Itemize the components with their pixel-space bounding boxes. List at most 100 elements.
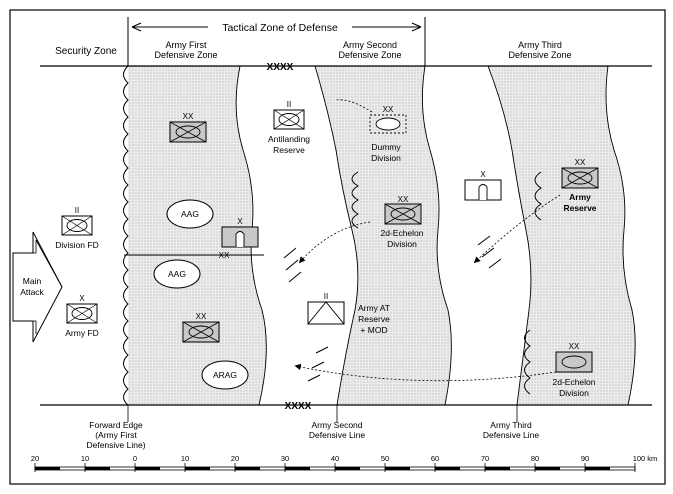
scale-segment: [85, 467, 110, 470]
rear-boundary-echelon: XXXX: [267, 62, 294, 73]
scale-tick-label: 90: [581, 454, 589, 463]
army-fd-echelon: X: [79, 294, 85, 303]
scale-tick-label: 10: [81, 454, 89, 463]
main-attack-arrow: [12, 231, 63, 343]
division-boundary-echelon: XX: [219, 251, 230, 260]
army-reserve-label-line2: Reserve: [563, 203, 596, 213]
dummy-label-line1: Dummy: [371, 142, 401, 152]
dummy-division-unit: [369, 114, 407, 134]
third-zone-title-line2: Defensive Zone: [508, 50, 571, 60]
dummy-label-line2: Division: [371, 153, 401, 163]
forward-edge-scallops: [123, 65, 129, 406]
first-zone-title-line2: Defensive Zone: [154, 50, 217, 60]
scale-segment: [335, 467, 360, 470]
arag-label: ARAG: [213, 370, 237, 380]
army-at-reserve-unit: [307, 301, 345, 325]
second-echelon-1-echelon: XX: [398, 195, 409, 204]
scale-tick-label: 70: [481, 454, 489, 463]
second-echelon-division-1: [384, 203, 422, 225]
division-fd-echelon: II: [75, 206, 79, 215]
dummy-echelon: XX: [383, 105, 394, 114]
first-zone-division-top-echelon: XX: [183, 112, 194, 121]
scale-segment: [485, 467, 510, 470]
second-defensive-zone-area: [315, 66, 452, 405]
scale-segment: [385, 467, 410, 470]
army-at-echelon: II: [324, 292, 328, 301]
second-echelon-1-label-line2: Division: [387, 239, 417, 249]
scale-segment: [35, 467, 60, 470]
second-zone-title-line2: Defensive Zone: [338, 50, 401, 60]
second-echelon-2-echelon: XX: [569, 342, 580, 351]
counterattack-arrow-center: [298, 221, 371, 264]
antilanding-echelon: II: [287, 100, 291, 109]
army-fd-label: Army FD: [65, 328, 99, 338]
main-attack-label-line1: Main: [23, 276, 42, 286]
scale-segment: [185, 467, 210, 470]
third-zone-scallops-upper: [534, 171, 542, 221]
scale-segment: [135, 467, 160, 470]
first-zone-brigade: [221, 226, 259, 248]
second-echelon-2-label-line2: Division: [559, 388, 589, 398]
scale-tick-label: 60: [431, 454, 439, 463]
scale-tick-label: 20: [231, 454, 239, 463]
scale-segment: [535, 467, 560, 470]
frame: [9, 9, 666, 485]
obstacle-marks: [283, 235, 502, 382]
scale-segment: [585, 467, 610, 470]
scale-tick-label: 40: [331, 454, 339, 463]
main-attack-arrow-shadow: [33, 239, 63, 334]
second-echelon-2-label-line1: 2d-Echelon: [552, 377, 595, 387]
first-zone-title-line1: Army First: [166, 40, 207, 50]
third-brigade-echelon: X: [480, 170, 486, 179]
main-attack-label-line2: Attack: [20, 287, 44, 297]
counterattack-arrow-bottom: [294, 363, 557, 382]
security-zone-label: Security Zone: [55, 46, 117, 57]
scale-bar-segments: [35, 467, 610, 470]
second-line-label-line1: Army Second: [311, 420, 362, 430]
aag-upper: [166, 199, 214, 229]
first-zone-division-top: [169, 121, 207, 143]
forward-edge-label-line2: (Army First: [95, 430, 137, 440]
second-echelon-1-label-line1: 2d-Echelon: [380, 228, 423, 238]
third-line-label-line2: Defensive Line: [483, 430, 540, 440]
scale-tick-label: 80: [531, 454, 539, 463]
army-reserve-label-line1: Army: [569, 192, 591, 202]
third-line-label-line1: Army Third: [490, 420, 532, 430]
first-zone-division-bottom: [182, 321, 220, 343]
aag-lower-label: AAG: [168, 269, 186, 279]
army-at-label-line1: Army AT: [358, 303, 390, 313]
first-defensive-zone-area: [128, 66, 267, 405]
forward-edge-label-line1: Forward Edge: [89, 420, 143, 430]
army-reserve-unit: [561, 167, 599, 189]
third-zone-scallops-lower: [524, 329, 531, 395]
second-line-label-line2: Defensive Line: [309, 430, 366, 440]
tactical-zone-label: Tactical Zone of Defense: [222, 22, 338, 34]
counterattack-arrows: [294, 99, 561, 382]
third-zone-title-line1: Army Third: [518, 40, 562, 50]
tactical-zone-left-arrow: [131, 22, 208, 32]
division-fd-label: Division FD: [55, 240, 98, 250]
army-at-label-line3: + MOD: [360, 325, 387, 335]
army-reserve-echelon: XX: [575, 158, 586, 167]
antilanding-label-line2: Reserve: [273, 145, 305, 155]
third-zone-brigade: [464, 179, 502, 201]
dummy-arrow: [334, 99, 373, 113]
scale-segment: [435, 467, 460, 470]
forward-edge-label-line3: Defensive Line): [86, 440, 145, 450]
scale-tick-label: 0: [133, 454, 137, 463]
aag-lower: [153, 259, 201, 289]
first-zone-division-bottom-echelon: XX: [196, 312, 207, 321]
second-zone-scallops: [351, 171, 359, 229]
scale-tick-label: 20: [31, 454, 39, 463]
scale-tick-label: 50: [381, 454, 389, 463]
front-boundary-echelon: XXXX: [285, 401, 312, 412]
third-defensive-zone-area: [488, 66, 636, 405]
division-fd-unit: [61, 215, 93, 236]
first-zone-brigade-echelon: X: [237, 217, 243, 226]
scale-tick-label: 30: [281, 454, 289, 463]
arag: [201, 360, 249, 390]
second-zone-title-line1: Army Second: [343, 40, 397, 50]
